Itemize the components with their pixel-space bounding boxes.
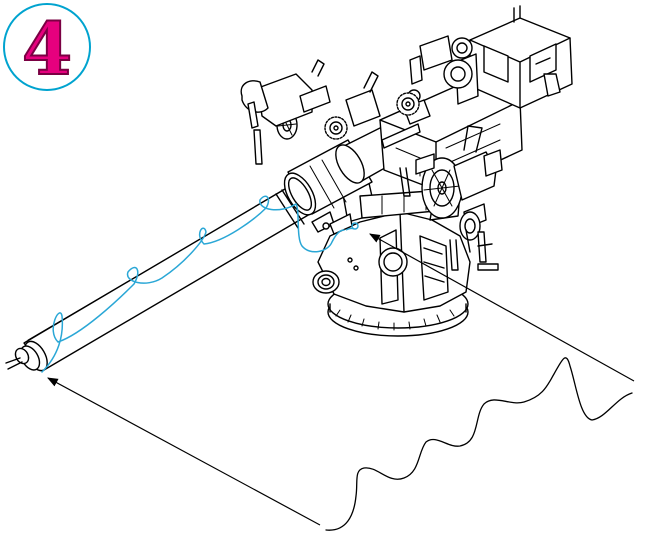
handwheel-traverse: [421, 125, 503, 271]
wire-end-loop: [351, 222, 359, 230]
step-badge: 4: [3, 3, 93, 93]
handwheel-elevation: [240, 59, 331, 165]
barrel: [5, 183, 311, 372]
step-circle: [3, 3, 91, 91]
wavy-cable: [325, 357, 633, 531]
handle-rods: [345, 71, 493, 271]
sight-gear-right: [396, 92, 420, 116]
spiral-wire: [41, 195, 345, 373]
arrow-to-muzzle: [47, 377, 321, 526]
pedestal: [312, 211, 471, 313]
step-number: 4: [21, 5, 73, 92]
sight-gear-left: [324, 116, 348, 140]
arrow-to-pedestal: [369, 233, 635, 382]
mount-bracket: [311, 211, 353, 235]
